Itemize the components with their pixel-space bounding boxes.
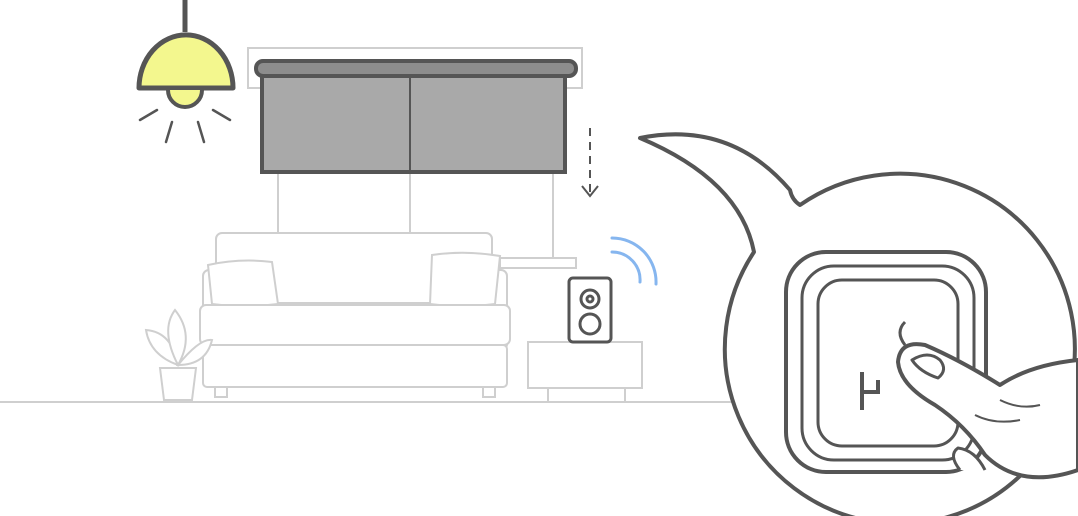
lamp-icon [136, 0, 236, 144]
sofa-icon [199, 232, 511, 398]
smart-button-icon[interactable] [784, 250, 988, 474]
side-table-icon [527, 341, 643, 401]
window-blind-icon [247, 47, 583, 269]
speaker-icon [567, 276, 613, 344]
plant-icon [144, 308, 214, 401]
down-arrow-icon [581, 128, 599, 198]
wifi-signal-icon [610, 236, 658, 286]
finger-press-icon [896, 342, 1078, 480]
